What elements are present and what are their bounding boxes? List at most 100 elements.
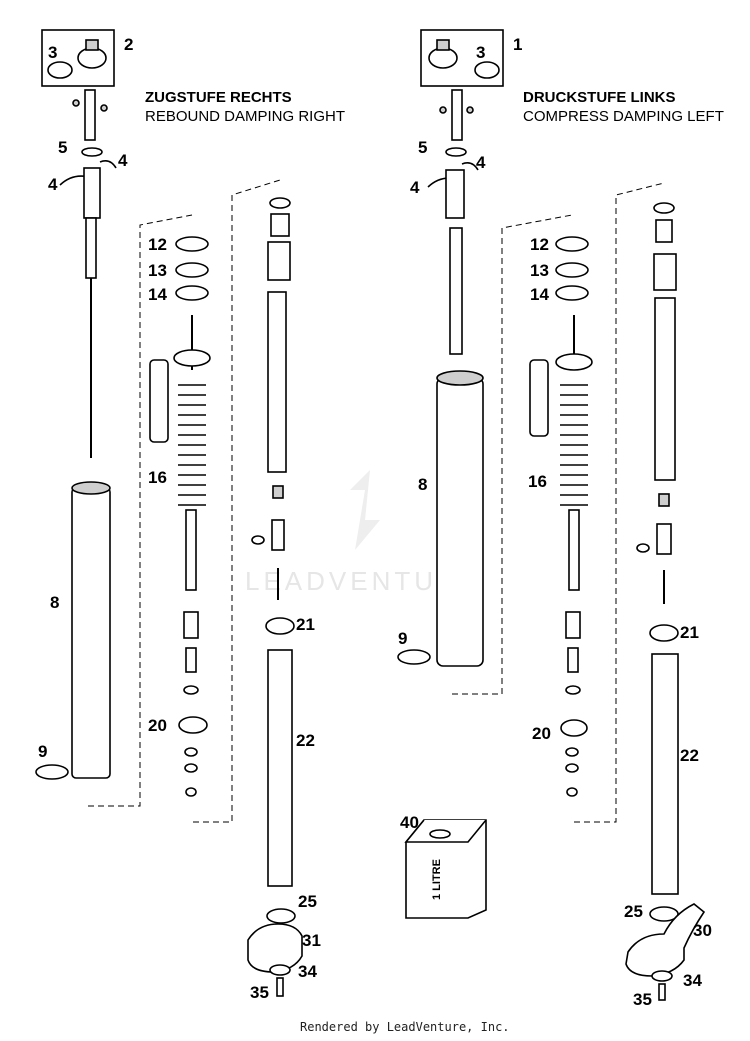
rod-upper xyxy=(449,227,463,355)
washer-34 xyxy=(651,970,673,982)
circlip-20 xyxy=(560,719,588,737)
rebound-assembly: ZUGSTUFE RECHTS REBOUND DAMPING RIGHT 2 … xyxy=(35,29,345,1002)
fork-cap xyxy=(428,47,458,69)
detent-ball xyxy=(439,106,447,114)
shim xyxy=(183,685,199,695)
shim xyxy=(565,763,579,773)
spring-16 xyxy=(178,384,206,506)
shim xyxy=(184,763,198,773)
outer-tube-8 xyxy=(71,487,111,779)
right-title-de: ZUGSTUFE RECHTS xyxy=(145,89,292,106)
callout: 16 xyxy=(528,472,547,491)
outer-tube-top xyxy=(436,370,484,386)
screw-35 xyxy=(276,977,284,997)
left-title-en: COMPRESS DAMPING LEFT xyxy=(523,108,724,125)
cap-oring xyxy=(47,61,73,79)
callout: 35 xyxy=(250,983,269,1002)
screw-35 xyxy=(658,983,666,1001)
inner-tube-22 xyxy=(651,653,679,895)
callout: 20 xyxy=(148,716,167,735)
axle-clamp-30 xyxy=(625,903,706,977)
oring-9 xyxy=(397,649,431,665)
detent-ball xyxy=(466,106,474,114)
callout: 34 xyxy=(683,971,702,990)
callout: 5 xyxy=(418,138,427,157)
cap-washer xyxy=(653,202,675,214)
callout: 13 xyxy=(148,261,167,280)
callout: 12 xyxy=(148,235,167,254)
callout: 16 xyxy=(148,468,167,487)
axle-clamp-31 xyxy=(247,923,303,973)
cap-box-1 xyxy=(420,29,504,87)
bushing-14 xyxy=(555,285,589,301)
bushing-12 xyxy=(555,236,589,252)
oil-can-cap xyxy=(429,829,451,839)
watermark-flame-icon xyxy=(350,470,380,550)
callout: 2 xyxy=(124,35,133,54)
ring-13 xyxy=(175,262,209,278)
adjuster-rod xyxy=(84,89,96,141)
rod-head xyxy=(83,167,101,219)
left-title-de: DRUCKSTUFE LINKS xyxy=(523,89,676,106)
callout: 21 xyxy=(680,623,699,642)
callout: 25 xyxy=(624,902,643,921)
circlip-20 xyxy=(178,716,208,734)
shim xyxy=(185,787,197,797)
callout: 1 xyxy=(513,35,522,54)
valve-nut xyxy=(272,485,284,499)
nut xyxy=(270,213,290,237)
oring-5 xyxy=(445,147,467,157)
valve-body xyxy=(567,647,579,673)
leader xyxy=(88,214,193,807)
oil-can: 40 1 LITRE xyxy=(400,813,487,919)
fork-cap xyxy=(77,47,107,69)
compression-assembly: DRUCKSTUFE LINKS COMPRESS DAMPING LEFT 1… xyxy=(397,29,724,1009)
spacer-tube xyxy=(529,359,549,437)
sleeve xyxy=(267,241,291,281)
valve-nut xyxy=(658,493,670,507)
callout: 9 xyxy=(398,629,407,648)
damper-tube xyxy=(267,291,287,473)
leader xyxy=(193,179,281,823)
outer-tube-8 xyxy=(436,377,484,667)
cap-screw xyxy=(85,39,99,51)
callout: 3 xyxy=(48,43,57,62)
oring-5 xyxy=(81,147,103,157)
cartridge-tube xyxy=(568,509,580,591)
ring-13 xyxy=(555,262,589,278)
valve-spring xyxy=(565,611,581,639)
callout: 3 xyxy=(476,43,485,62)
valve-stack xyxy=(271,519,285,551)
oring-25 xyxy=(266,908,296,924)
shim xyxy=(565,685,581,695)
callout: 4 xyxy=(476,153,486,172)
inner-tube-22 xyxy=(267,649,293,887)
oring xyxy=(636,543,650,553)
callout: 20 xyxy=(532,724,551,743)
valve-body xyxy=(185,647,197,673)
cap-oring xyxy=(474,61,500,79)
cap-screw xyxy=(436,39,450,51)
callout: 31 xyxy=(302,931,321,950)
washer-34 xyxy=(269,964,291,976)
callout: 30 xyxy=(693,921,712,940)
spring-seat xyxy=(555,353,593,371)
callout: 8 xyxy=(50,593,59,612)
oring-9 xyxy=(35,764,69,780)
right-title-en: REBOUND DAMPING RIGHT xyxy=(145,108,345,125)
callout: 9 xyxy=(38,742,47,761)
callout: 4 xyxy=(48,175,58,194)
detent-ball xyxy=(72,99,80,107)
damper-tube xyxy=(654,297,676,481)
rod-upper xyxy=(85,217,97,279)
nut xyxy=(655,219,673,243)
callout: 35 xyxy=(633,990,652,1009)
valve-stack xyxy=(656,523,672,555)
shim xyxy=(565,747,579,757)
leader xyxy=(452,214,573,695)
cap-washer xyxy=(269,197,291,209)
callout: 22 xyxy=(680,746,699,765)
oil-can-label: 1 LITRE xyxy=(431,859,443,900)
cartridge-tube xyxy=(185,509,197,591)
callout: 4 xyxy=(118,151,128,170)
